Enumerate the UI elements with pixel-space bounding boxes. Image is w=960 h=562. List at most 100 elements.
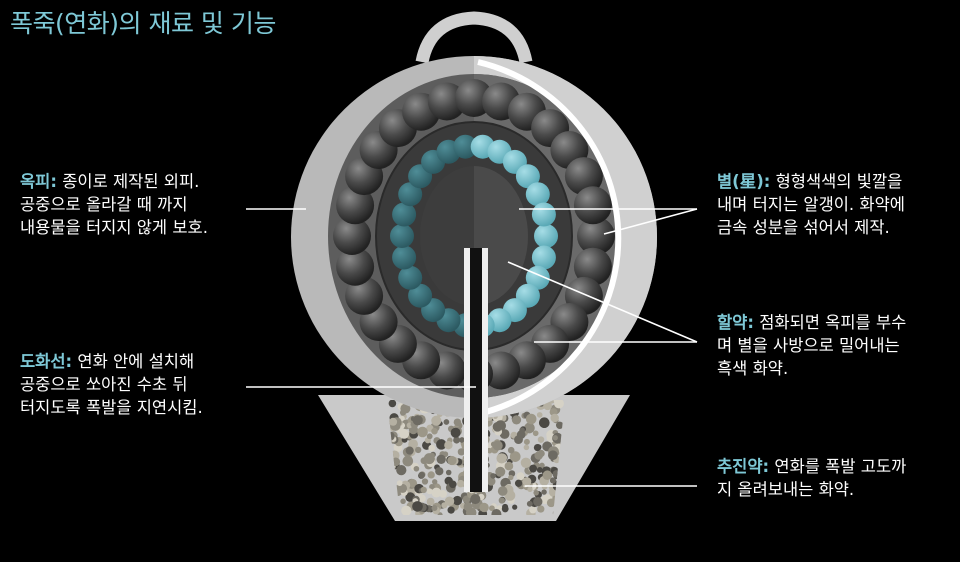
star-pellet [534, 224, 558, 248]
granule [549, 477, 557, 484]
granule [437, 512, 443, 515]
granule [536, 412, 543, 418]
star-pellet [398, 265, 423, 290]
granule [537, 436, 545, 443]
granule [490, 473, 496, 479]
granule [509, 451, 521, 462]
note-burst-charge: 할약: 점화되면 옥피를 부수 며 별을 사방으로 밀어내는 흑색 화약. [717, 313, 907, 378]
granule [435, 467, 444, 476]
granule [534, 451, 543, 460]
granule [459, 437, 465, 443]
granule [536, 466, 543, 473]
granule [402, 455, 414, 467]
star-pellet [398, 182, 423, 207]
granule [492, 440, 503, 451]
star-pellet [573, 186, 612, 225]
granule [412, 415, 423, 426]
granule [396, 480, 403, 486]
granule [542, 470, 553, 480]
granule [540, 495, 549, 505]
star-pellet [515, 164, 540, 189]
star-pellet [573, 247, 612, 286]
granule [529, 505, 537, 514]
granule [436, 454, 446, 464]
granule [408, 439, 418, 449]
granule [525, 413, 537, 425]
granule [449, 480, 457, 489]
granule [457, 448, 466, 456]
granule [489, 505, 495, 512]
granule [441, 502, 448, 509]
granule [431, 487, 442, 498]
note-stars: 별(星): 형형색색의 빛깔을 내며 터지는 알갱이. 화약에 금속 성분을 섞… [717, 172, 905, 237]
granule [507, 446, 515, 454]
granule [470, 494, 481, 505]
granule [389, 417, 398, 426]
granule [408, 479, 418, 488]
granule [497, 486, 508, 496]
granule [421, 478, 429, 485]
granule [554, 400, 564, 409]
granule [447, 506, 455, 514]
granule [417, 426, 428, 438]
granule [413, 465, 420, 472]
granule [427, 471, 435, 479]
granule [552, 435, 558, 441]
granule [486, 477, 496, 486]
granule [428, 444, 436, 452]
granule [436, 439, 447, 450]
granule [412, 501, 423, 512]
granule [388, 400, 397, 408]
granule [444, 496, 455, 506]
granule [508, 474, 514, 481]
granule [511, 415, 522, 425]
granule [452, 495, 463, 506]
granule [431, 505, 438, 511]
granule [415, 446, 422, 454]
granule [522, 477, 532, 487]
granule [443, 419, 450, 425]
granule [529, 464, 538, 473]
granule [499, 429, 510, 439]
star-pellet [531, 202, 556, 227]
granule [429, 483, 435, 490]
granule [450, 427, 461, 438]
star-pellet [392, 245, 417, 270]
granule [523, 438, 530, 445]
granule [520, 457, 532, 468]
granule [426, 497, 435, 506]
granule [537, 505, 545, 513]
granule [456, 479, 465, 488]
fuse-core [470, 248, 482, 492]
granule [423, 453, 435, 465]
star-pellet [390, 224, 414, 248]
granule [538, 417, 550, 429]
star-pellet [525, 182, 550, 207]
granule [539, 462, 545, 469]
star-pellet [531, 245, 556, 270]
granule [444, 440, 453, 450]
star-pellet [564, 157, 603, 196]
page-title: 폭죽(연화)의 재료 및 기능 [10, 9, 276, 38]
granule [426, 433, 433, 440]
note-fuse: 도화선: 연화 안에 설치해 공중으로 쏘아진 수초 뒤 터지도록 폭발을 지연… [20, 352, 203, 417]
granule [426, 488, 433, 495]
note-outer-shell: 옥피: 종이로 제작된 외피. 공중으로 올라갈 때 까지 내용물을 터지지 않… [20, 172, 208, 237]
granule [541, 489, 547, 495]
star-pellet [453, 134, 478, 159]
granule [514, 435, 523, 445]
granule [526, 500, 533, 507]
granule [401, 505, 412, 515]
granule [501, 505, 509, 513]
granule [492, 421, 503, 432]
granule [498, 497, 505, 504]
granule [533, 490, 539, 496]
granule [533, 497, 543, 507]
star-pellet [336, 186, 375, 225]
granule [535, 444, 542, 450]
granule [516, 472, 525, 481]
outer-star-ring [333, 79, 615, 393]
granule [400, 403, 411, 414]
granule [504, 461, 514, 471]
